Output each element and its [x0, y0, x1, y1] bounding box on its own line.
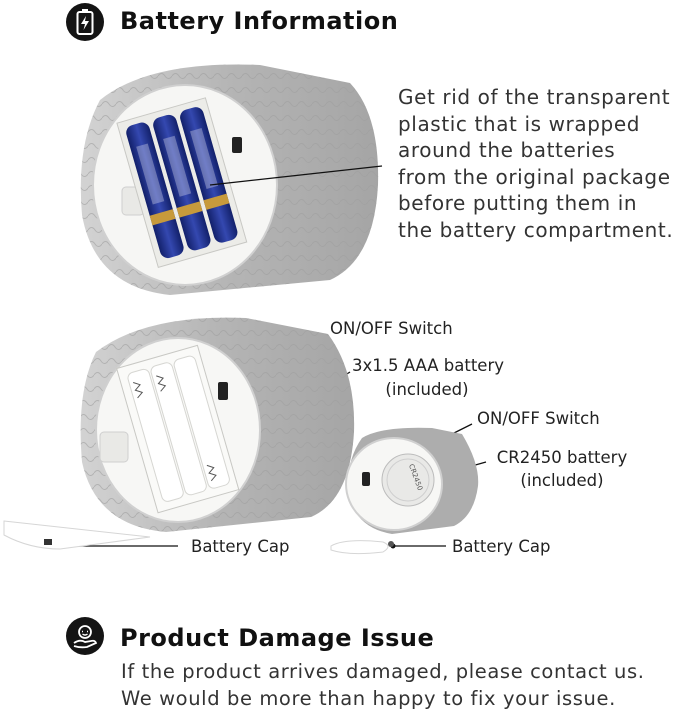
small-battery-label: CR2450 battery (included)	[487, 448, 637, 490]
damage-issue-title: Product Damage Issue	[120, 624, 435, 652]
small-switch-label: ON/OFF Switch	[477, 409, 600, 428]
large-switch-label: ON/OFF Switch	[330, 319, 453, 338]
large-battery-label: 3x1.5 AAA battery (included)	[352, 356, 504, 399]
large-cap-label: Battery Cap	[191, 537, 290, 556]
instruction-line: plastic that is wrapped	[398, 111, 641, 136]
small-cap-label: Battery Cap	[452, 537, 551, 556]
instruction-line: the battery compartment.	[398, 217, 674, 242]
damage-text-line-1: If the product arrives damaged, please c…	[121, 660, 645, 683]
support-hand-icon	[66, 617, 104, 655]
large-battery-label-line: 3x1.5 AAA battery	[352, 356, 504, 375]
large-battery-cap	[3, 520, 151, 550]
small-battery-label-line: CR2450 battery	[496, 448, 628, 467]
small-battery-label-line: (included)	[520, 471, 604, 490]
instruction-line: around the batteries	[398, 138, 616, 162]
battery-instruction: Get rid of the transparent plastic that …	[398, 84, 673, 243]
small-battery-cap	[330, 540, 394, 555]
battery-icon	[66, 3, 104, 41]
instruction-line: before putting them in	[398, 191, 638, 215]
instruction-line: Get rid of the transparent	[398, 85, 671, 109]
candle-top-image	[80, 64, 379, 295]
instruction-line: from the original package	[398, 164, 671, 189]
damage-text-line-2: We would be more than happy to fix your …	[121, 687, 616, 710]
candle-small-image: CR2450	[345, 427, 479, 534]
battery-info-title: Battery Information	[120, 7, 399, 35]
candle-large-image	[80, 317, 355, 532]
large-battery-label-line: (included)	[385, 380, 469, 399]
